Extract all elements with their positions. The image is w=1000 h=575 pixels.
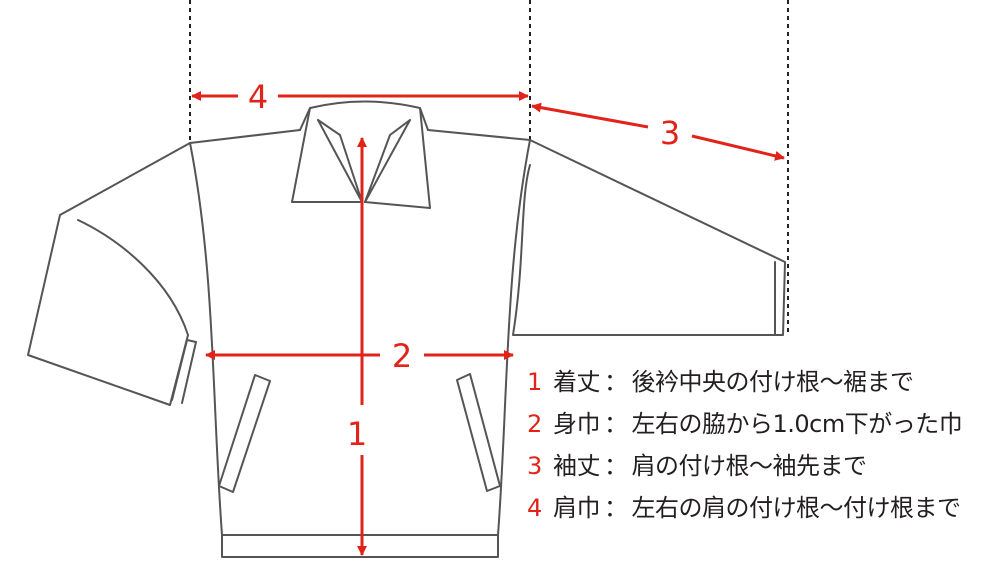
legend-row-1: 1 着丈：後衿中央の付け根～裾まで: [527, 363, 962, 405]
legend-number: 4: [527, 494, 542, 522]
dimension-label-4: 4: [248, 78, 268, 116]
right-sleeve: [512, 139, 786, 336]
left-pocket: [218, 374, 271, 493]
hem-band: [221, 534, 499, 558]
collar-inner: [317, 119, 411, 203]
legend-number: 2: [527, 410, 542, 438]
legend-row-3: 3 袖丈：肩の付け根～袖先まで: [527, 447, 962, 489]
collar-left: [291, 107, 363, 203]
dimension-label-2: 2: [392, 337, 412, 375]
legend-description: 後衿中央の付け根～裾まで: [631, 368, 915, 396]
legend-separator: ：: [604, 452, 628, 480]
right-shoulder: [427, 129, 531, 141]
legend-row-4: 4 肩巾：左右の肩の付け根～付け根まで: [527, 489, 962, 531]
left-shoulder: [189, 129, 301, 144]
legend-description: 肩の付け根～袖先まで: [631, 452, 868, 480]
legend-separator: ：: [604, 494, 628, 522]
dimension-label-1: 1: [347, 415, 367, 453]
collar-right: [364, 107, 431, 209]
collar-back: [299, 100, 429, 131]
legend-name: 袖丈: [553, 452, 601, 480]
dimension-arrows: [191, 91, 785, 556]
legend-name: 身巾: [553, 410, 601, 438]
arrow-3-left: [531, 102, 649, 129]
legend-description: 左右の脇から1.0cm下がった巾: [631, 410, 963, 438]
right-pocket: [456, 373, 501, 492]
jacket-body: [189, 139, 531, 536]
legend-number: 1: [527, 368, 542, 396]
guide-lines: [189, 0, 789, 335]
left-cuff: [171, 339, 197, 404]
left-sleeve: [27, 142, 191, 406]
dimension-label-3: 3: [660, 114, 680, 152]
legend-description: 左右の肩の付け根～付け根まで: [631, 494, 962, 522]
jacket-outline: [27, 100, 786, 558]
legend-number: 3: [527, 452, 542, 480]
legend-separator: ：: [604, 410, 628, 438]
arrow-3-right: [691, 134, 785, 161]
legend-name: 肩巾: [553, 494, 601, 522]
legend-name: 着丈: [553, 368, 601, 396]
legend-row-2: 2 身巾：左右の脇から1.0cm下がった巾: [527, 405, 963, 447]
legend-separator: ：: [604, 368, 628, 396]
